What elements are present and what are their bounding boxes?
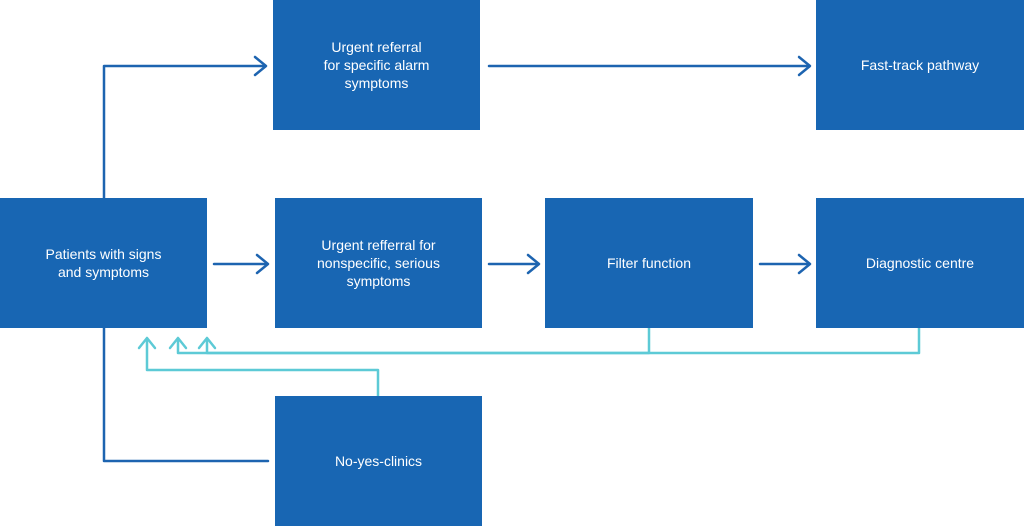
edge-patients-to-no-yes <box>102 326 270 463</box>
edge-filter-to-patients <box>176 326 651 355</box>
node-no-yes: No-yes-clinics <box>275 396 482 526</box>
arrowhead-filter <box>526 253 541 275</box>
arrowhead-fast-track <box>797 55 812 77</box>
arrowhead-feedback-no-yes <box>137 336 157 350</box>
arrowhead-diagnostic <box>797 253 812 275</box>
node-fast-track: Fast-track pathway <box>816 0 1024 130</box>
node-diagnostic: Diagnostic centre <box>816 198 1024 328</box>
edge-no-yes-to-patients <box>145 338 380 398</box>
arrowhead-feedback-diagnostic <box>197 336 217 350</box>
node-filter: Filter function <box>545 198 753 328</box>
edge-patients-to-urgent-alarm <box>102 64 266 200</box>
node-patients: Patients with signs and symptoms <box>0 198 207 328</box>
arrowhead-urgent-nonspecific <box>255 253 270 275</box>
node-patients-label: Patients with signs and symptoms <box>45 246 162 280</box>
node-no-yes-label: No-yes-clinics <box>334 453 423 469</box>
node-diagnostic-label: Diagnostic centre <box>865 255 975 271</box>
node-filter-label: Filter function <box>606 255 692 271</box>
edge-diagnostic-to-patients <box>205 326 921 355</box>
arrowhead-urgent-alarm <box>253 55 268 77</box>
node-urgent-nonspecific: Urgent refferral for nonspecific, seriou… <box>275 198 482 328</box>
node-urgent-alarm-label: Urgent referral for specific alarm sympt… <box>323 39 430 91</box>
arrowhead-feedback-filter <box>168 336 188 350</box>
node-urgent-nonspecific-label: Urgent refferral for nonspecific, seriou… <box>317 237 440 289</box>
node-urgent-alarm: Urgent referral for specific alarm sympt… <box>273 0 480 130</box>
node-fast-track-label: Fast-track pathway <box>860 57 980 73</box>
